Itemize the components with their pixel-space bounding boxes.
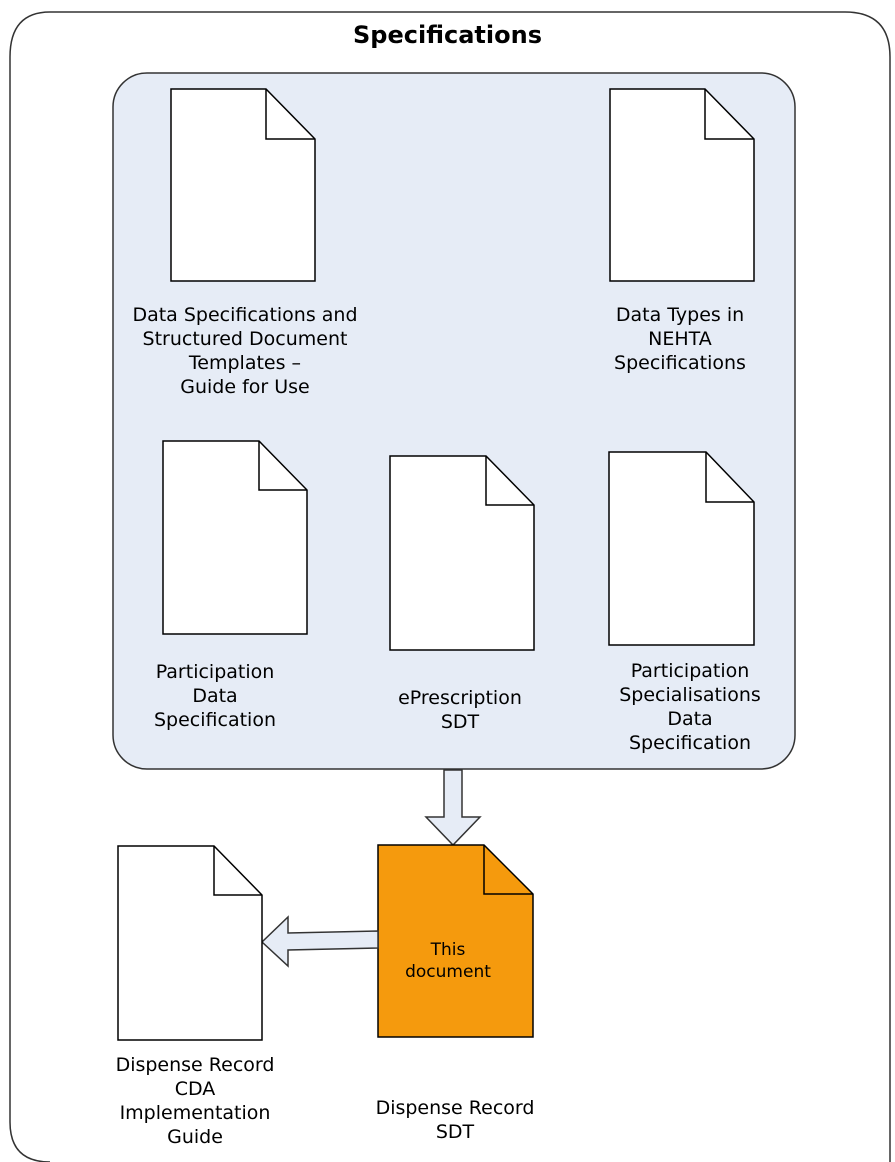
document-icon-data-types [609, 88, 755, 282]
label-participation: Participation Data Specification [154, 661, 276, 731]
document-icon-dispense-record-cda [117, 845, 263, 1041]
label-guide-for-use: Data Specifications and Structured Docum… [132, 304, 358, 398]
document-fold-icon [213, 846, 262, 896]
arrow-left-icon [260, 915, 379, 968]
document-fold-icon [485, 456, 534, 506]
arrow-down-icon [424, 769, 482, 847]
document-icon-this-document [377, 844, 534, 1038]
document-fold-icon [483, 845, 533, 895]
document-icon-guide [170, 88, 316, 282]
label-dispense-record-sdt: Dispense Record SDT [375, 1097, 535, 1143]
label-data-types: Data Types in NEHTA Specifications [614, 304, 746, 374]
document-icon-participation [162, 440, 308, 635]
label-participation-specialisations: Participation Specialisations Data Speci… [619, 660, 761, 754]
document-fold-icon [265, 89, 315, 140]
document-fold-icon [258, 441, 307, 491]
document-fold-icon [704, 89, 754, 140]
label-eprescription: ePrescription SDT [398, 687, 522, 733]
document-icon-eprescription [389, 455, 535, 651]
diagram-title: Specifications [353, 21, 542, 49]
label-dispense-record-cda: Dispense Record CDA Implementation Guide [115, 1054, 275, 1148]
document-icon-participation-specialisations [608, 451, 755, 646]
document-fold-icon [705, 452, 754, 503]
label-this-document: This document [405, 940, 491, 982]
